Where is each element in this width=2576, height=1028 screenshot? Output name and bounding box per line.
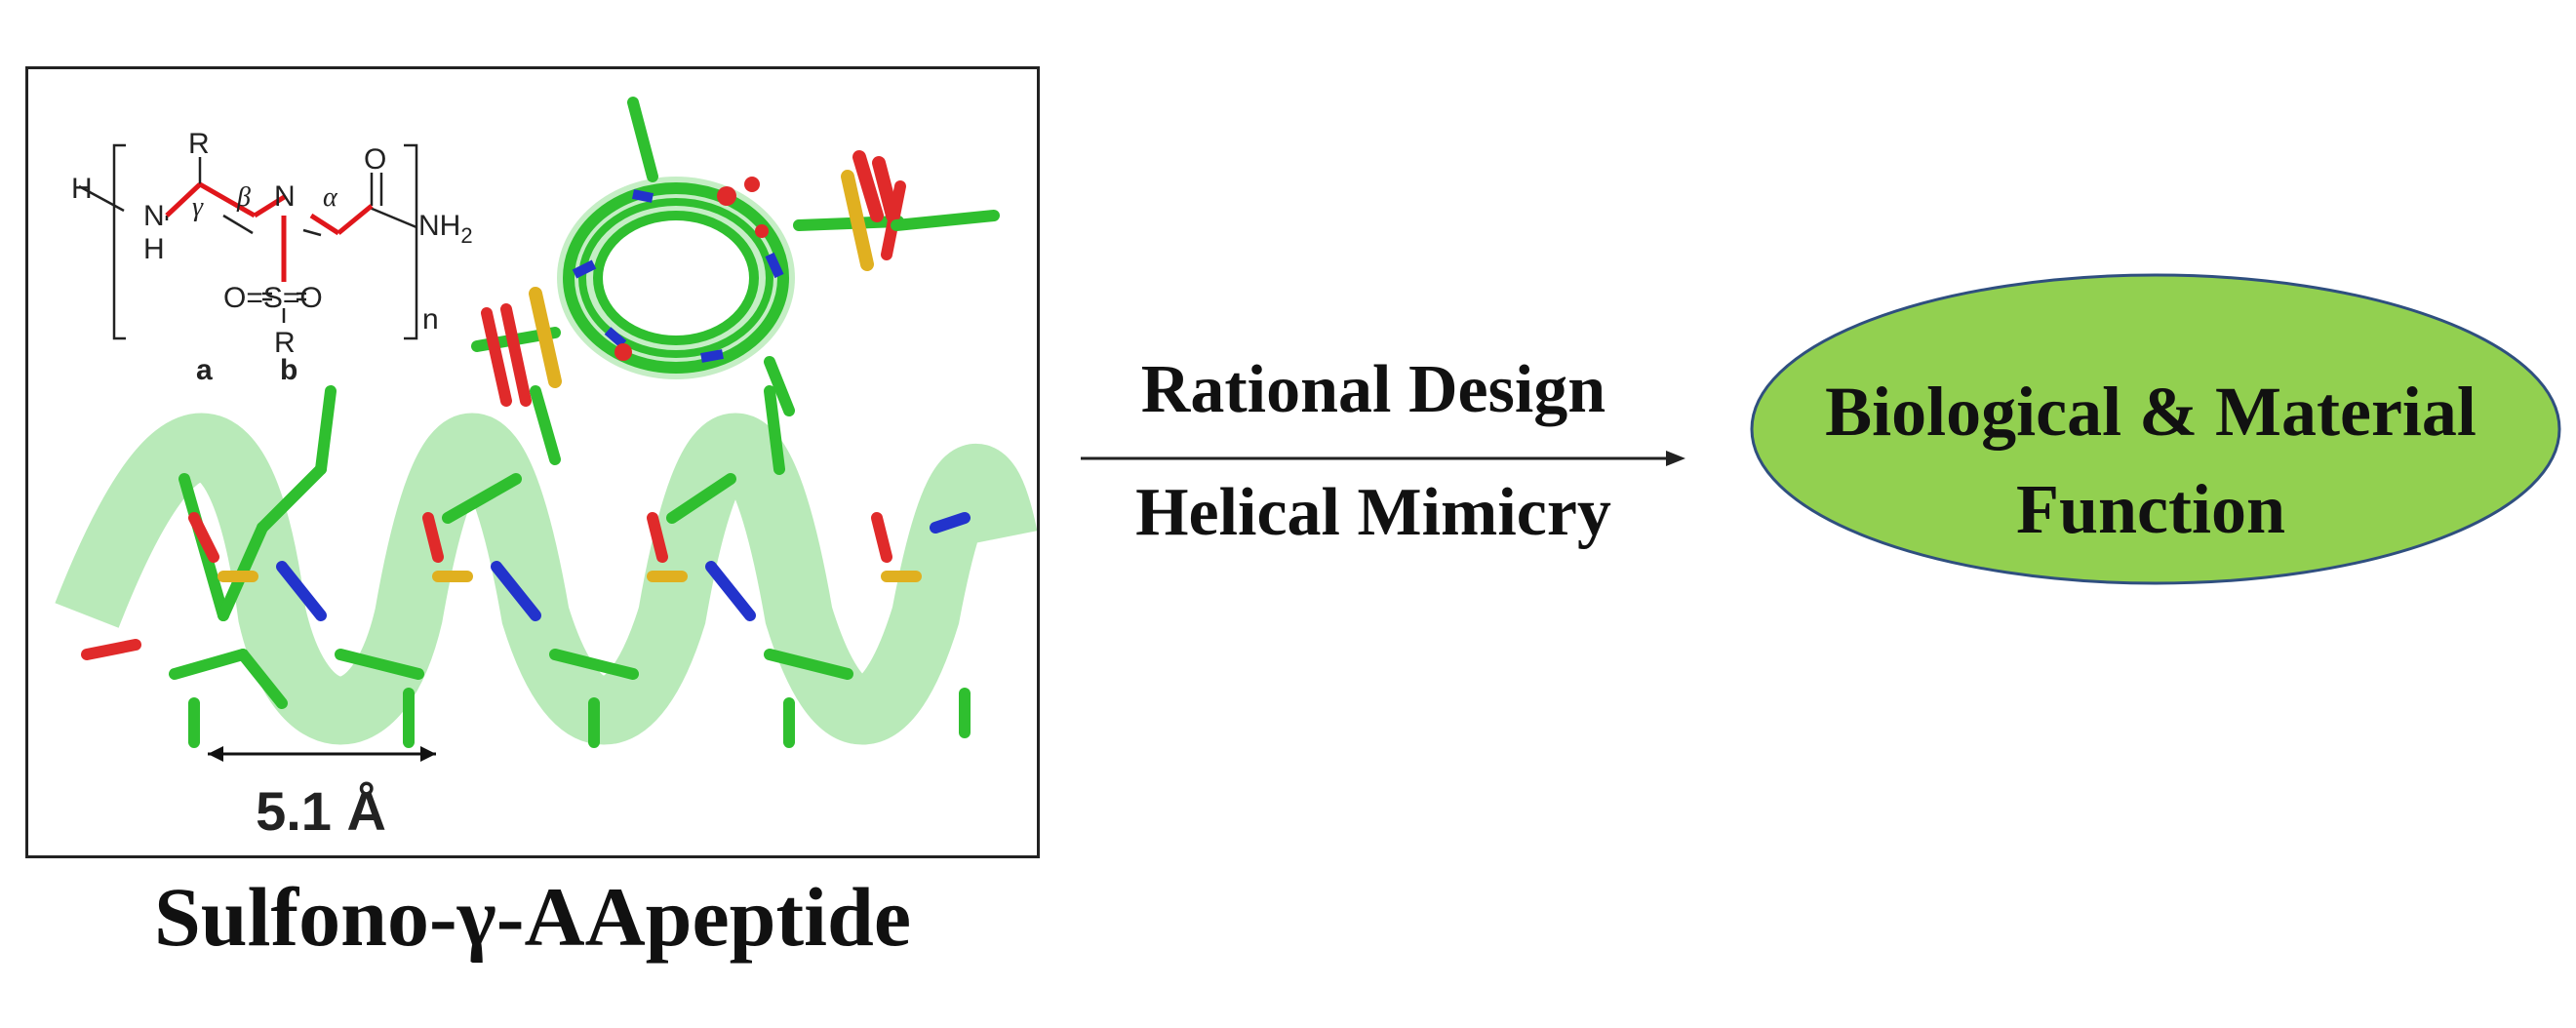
compound-caption: Sulfono-γ-AApeptide [153,870,912,964]
sulfonyl-group: O=S=O [223,282,323,314]
distance-marker [208,746,436,762]
structure-panel: H N H R γ β N α O NH2 O=S=O R n a b [25,66,1040,858]
label-b: b [280,354,297,386]
outcome-label: Biological & Material Function [1746,363,2556,558]
helix-side-view [55,385,1038,748]
right-bracket [404,143,418,340]
label-a: a [196,354,213,386]
atom-h-left: H [71,173,93,205]
backbone-bonds [78,157,417,323]
label-gamma: γ [192,192,204,222]
outcome-line-2: Function [2015,470,2286,548]
atom-h-left-sub: H [143,233,165,265]
atom-r-bottom: R [274,327,296,359]
atom-o-top: O [364,143,386,176]
label-beta: β [236,182,251,213]
arrow-label-top: Rational Design [1140,352,1606,427]
atom-n-mid: N [274,180,296,213]
label-alpha: α [323,182,338,213]
highlight-bonds [165,181,374,282]
left-bracket [112,143,126,340]
helix-top-view [471,97,1000,416]
structure-figure: H N H R γ β N α O NH2 O=S=O R n a b [55,97,1038,842]
atom-nh2: NH2 [418,210,473,248]
atom-n-left: N [143,200,165,232]
outcome-line-1: Biological & Material [1825,373,2477,451]
distance-label: 5.1 Å [256,780,386,842]
process-arrow [1081,451,1685,466]
atom-r-top: R [188,128,210,160]
arrow-label-bottom: Helical Mimicry [1135,475,1611,550]
repeat-n: n [422,303,439,336]
outcome-ellipse [1750,273,2561,585]
